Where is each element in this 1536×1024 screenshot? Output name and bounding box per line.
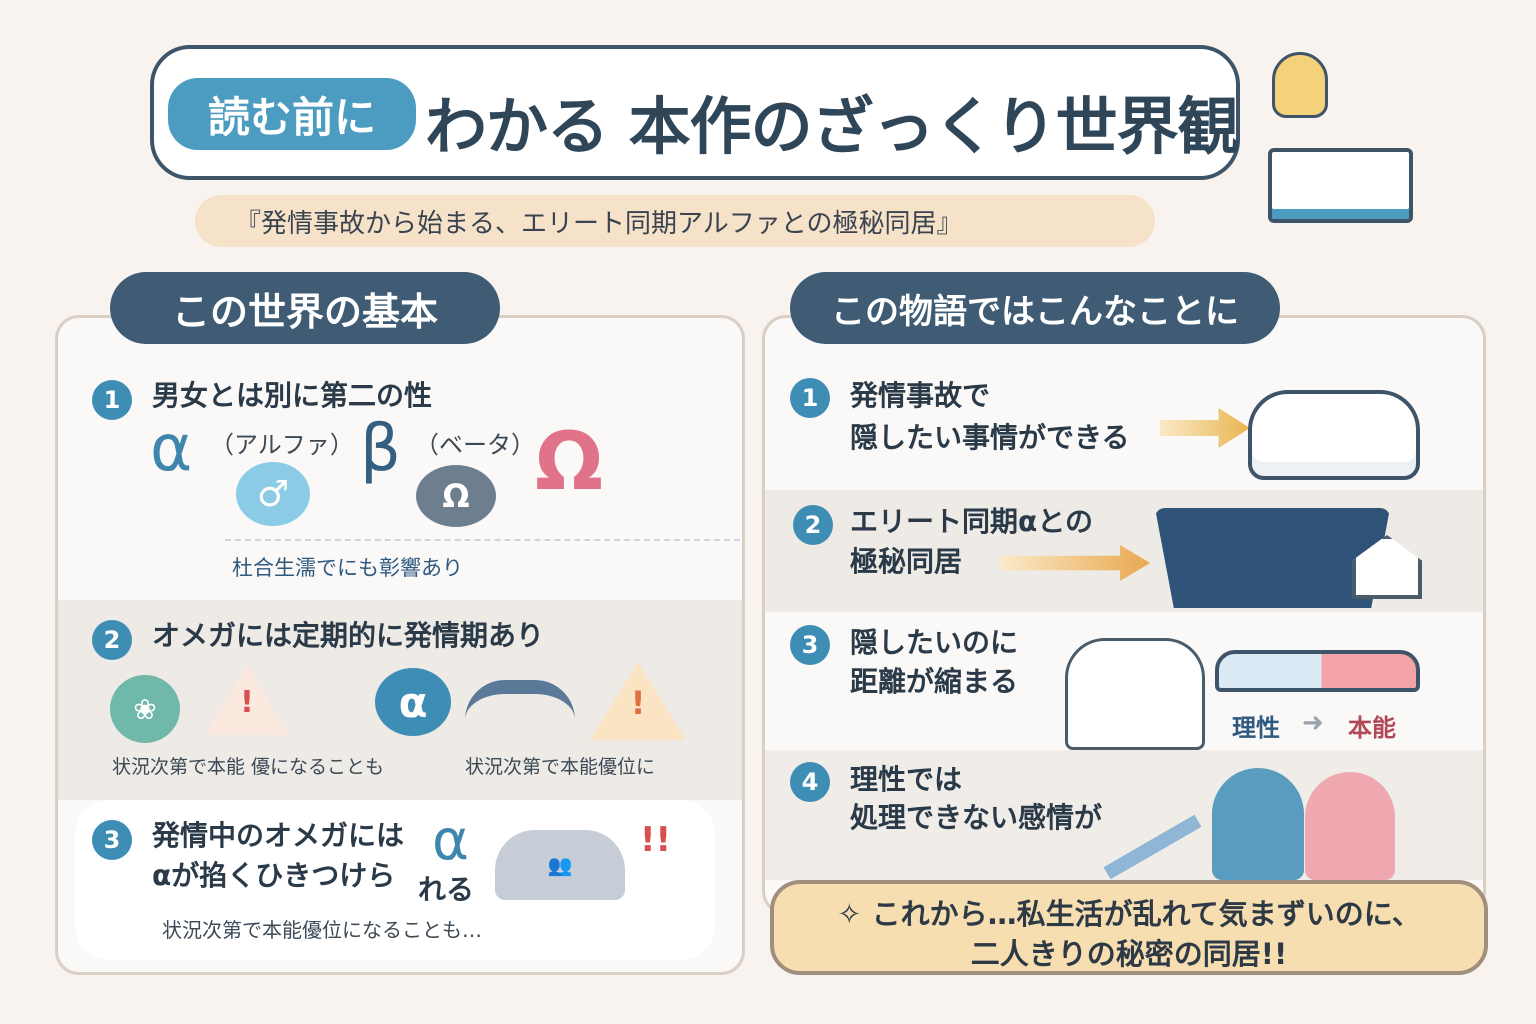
item-title: αが掐くひきつけら (152, 859, 396, 892)
person-blue-icon (1212, 768, 1304, 880)
banner-line2: 二人きりの秘密の同居!! (970, 937, 1288, 971)
item-title: 処理できない感情が (850, 801, 1103, 834)
divider (225, 539, 740, 541)
right-heading: この物語ではこんなことに (790, 272, 1280, 344)
item-caption: 杜合生濡でにも彰響あり (232, 556, 463, 580)
conclusion-banner: ✧ これから…私生活が乱れて気まずいのに、 二人きりの秘密の同居!! (770, 880, 1488, 975)
item-title: 隠したい事情ができる (850, 421, 1130, 454)
item-title: エリート同期αとの (850, 505, 1093, 538)
number-badge: 1 (790, 378, 830, 418)
character-illustration: 👥 (495, 830, 625, 900)
item-caption: 状況次第で本能優位になることも… (162, 918, 482, 942)
alpha-symbol: α (150, 412, 193, 486)
item-title: 男女とは別に第二の性 (152, 379, 433, 412)
item-title: 距離が縮まる (850, 665, 1019, 698)
alpha-symbol: α (432, 808, 469, 873)
two-men-illustration (1065, 638, 1205, 750)
gauge (1215, 650, 1420, 692)
item-title: 発情中のオメガには (152, 819, 405, 852)
police-car-icon (1248, 390, 1420, 480)
page-title: わかる 本作のざっくり世界観 (425, 90, 1240, 163)
number-badge: 3 (92, 820, 132, 860)
arrow-right-icon: ➜ (1302, 708, 1324, 738)
lightbulb-icon (1272, 52, 1328, 118)
alpha-label: （アルファ） (210, 431, 354, 459)
number-badge: 3 (790, 625, 830, 665)
item-title: 発情事故で (850, 379, 991, 412)
item-title: 理性では (850, 763, 963, 796)
arrow-icon (465, 680, 575, 720)
number-badge: 2 (92, 620, 132, 660)
number-badge: 1 (92, 380, 132, 420)
gauge-label-reason: 理性 (1232, 714, 1280, 742)
beta-label: （ベータ） (415, 431, 535, 459)
beta-icon: Ω (416, 465, 496, 527)
left-heading: この世界の基本 (110, 272, 500, 344)
item-title: 極秘同居 (850, 545, 963, 578)
subtitle: 『発情事故から始まる、エリート同期アルファとの極秘同居』 (195, 195, 1155, 247)
exclamation-icon: !! (640, 820, 672, 860)
person-pink-icon (1305, 772, 1395, 880)
number-badge: 4 (790, 762, 830, 802)
beta-symbol: β (360, 412, 401, 486)
paw-icon: ❀ (110, 675, 180, 743)
item-caption: 状況次第で本能 優になることも (112, 756, 385, 778)
book-icon (1268, 148, 1413, 223)
item-title-tail: れる (418, 873, 475, 906)
item-caption: 状況次第で本能優位に (465, 756, 656, 778)
number-badge: 2 (793, 505, 833, 545)
badge: 読む前に (168, 78, 416, 150)
banner-line1: ✧ これから…私生活が乱れて気まずいのに、 (837, 897, 1421, 931)
night-house-illustration (1155, 508, 1390, 608)
item-title: 隠したいのに (850, 626, 1019, 659)
gauge-label-instinct: 本能 (1348, 714, 1396, 742)
item-title: オメガには定期的に発情期あり (152, 619, 545, 652)
alpha-badge-icon: α (375, 668, 451, 736)
omega-symbol: Ω (535, 415, 604, 508)
alpha-icon: ♂ (236, 462, 310, 526)
